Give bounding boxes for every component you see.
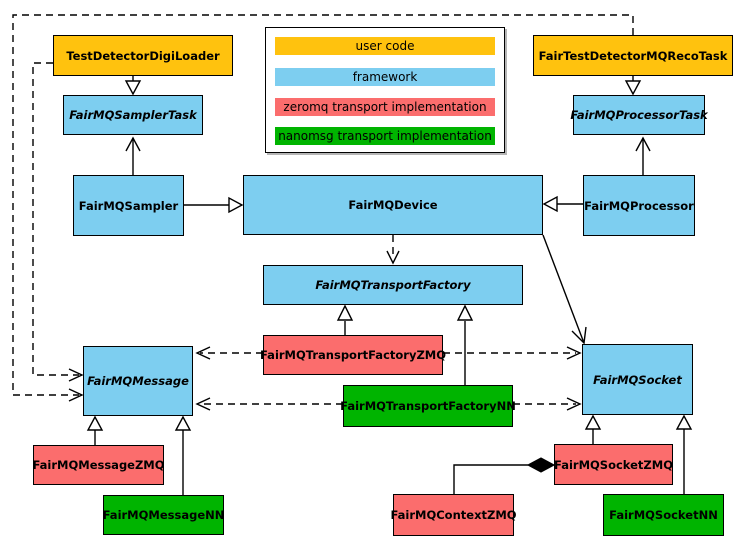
legend-label: nanomsg transport implementation — [278, 129, 492, 143]
node-label: FairMQSocketZMQ — [554, 457, 673, 472]
edge-tfzmq-to-transportfactory — [336, 304, 354, 335]
edge-messagezmq-to-message — [86, 415, 104, 445]
node-fairmq-transport-factory-nn: FairMQTransportFactoryNN — [340, 385, 516, 427]
edge-device-to-transportfactory — [386, 235, 400, 265]
edge-tfnn-to-socket — [513, 397, 582, 411]
node-fairmq-transport-factory-zmq: FairMQTransportFactoryZMQ — [260, 335, 447, 375]
edge-socketnn-to-socket — [675, 414, 693, 494]
legend-item-framework: framework — [275, 68, 495, 86]
legend-label: zeromq transport implementation — [283, 100, 487, 114]
node-fairmq-processor-task: FairMQProcessorTask — [570, 95, 708, 135]
node-label: FairMQSampler — [78, 198, 179, 213]
node-fairmq-message-nn: FairMQMessageNN — [103, 495, 224, 535]
node-fairmq-sampler: FairMQSampler — [73, 175, 184, 236]
edge-socketzmq-to-socket — [584, 414, 602, 444]
node-label: FairMQContextZMQ — [390, 508, 517, 522]
edge-tfnn-to-message — [195, 397, 343, 411]
node-fair-test-detector-mq-reco-task: FairTestDetectorMQRecoTask — [533, 35, 733, 76]
edge-recotask-to-processortask — [624, 76, 642, 96]
node-fairmq-device: FairMQDevice — [243, 175, 543, 235]
legend-item-nanomsg: nanomsg transport implementation — [275, 127, 495, 145]
node-label: TestDetectorDigiLoader — [66, 48, 220, 63]
node-fairmq-processor: FairMQProcessor — [583, 175, 695, 236]
edge-digiloader-to-samplertask — [124, 76, 142, 96]
node-fairmq-message: FairMQMessage — [83, 346, 193, 416]
edge-tfnn-to-transportfactory — [456, 304, 474, 385]
edge-sampler-to-device — [184, 196, 244, 214]
edge-tfzmq-to-message — [195, 346, 263, 360]
node-label: FairMQSocket — [593, 372, 682, 387]
node-label: FairMQTransportFactory — [315, 278, 471, 292]
edge-processor-to-processortask — [635, 136, 651, 175]
node-label: FairTestDetectorMQRecoTask — [538, 48, 728, 63]
node-fairmq-socket-nn: FairMQSocketNN — [603, 494, 724, 536]
node-label: FairMQDevice — [348, 198, 438, 212]
node-test-detector-digi-loader: TestDetectorDigiLoader — [53, 35, 233, 76]
legend: user code framework zeromq transport imp… — [265, 27, 505, 153]
legend-item-user-code: user code — [275, 37, 495, 55]
legend-label: user code — [355, 39, 415, 53]
node-label: FairMQTransportFactoryZMQ — [260, 348, 447, 362]
legend-item-zeromq: zeromq transport implementation — [275, 98, 495, 116]
node-label: FairMQMessageNN — [102, 508, 225, 522]
node-fairmq-socket: FairMQSocket — [582, 344, 693, 415]
node-label: FairMQMessageZMQ — [32, 458, 165, 472]
node-fairmq-context-zmq: FairMQContextZMQ — [390, 494, 517, 536]
node-label: FairMQSocketNN — [609, 508, 718, 522]
edge-recotask-to-message — [12, 14, 634, 402]
edge-processor-to-device — [542, 195, 583, 213]
edge-device-to-socket — [542, 234, 587, 345]
node-label: FairMQProcessor — [584, 198, 694, 213]
edge-tfzmq-to-socket — [443, 346, 582, 360]
edge-sampler-to-samplertask — [125, 136, 141, 175]
node-label: FairMQProcessorTask — [570, 108, 708, 122]
edge-socketzmq-to-contextzmq — [453, 457, 556, 494]
node-fairmq-transport-factory: FairMQTransportFactory — [263, 265, 523, 305]
node-fairmq-socket-zmq: FairMQSocketZMQ — [554, 444, 673, 485]
node-label: FairMQTransportFactoryNN — [340, 399, 516, 413]
node-fairmq-message-zmq: FairMQMessageZMQ — [32, 445, 165, 485]
legend-label: framework — [352, 70, 418, 84]
edge-messagenn-to-message — [174, 415, 192, 495]
node-label: FairMQMessage — [87, 374, 189, 388]
edge-digiloader-to-message — [32, 62, 84, 382]
node-label: FairMQSamplerTask — [69, 108, 197, 122]
node-fairmq-sampler-task: FairMQSamplerTask — [63, 95, 203, 135]
